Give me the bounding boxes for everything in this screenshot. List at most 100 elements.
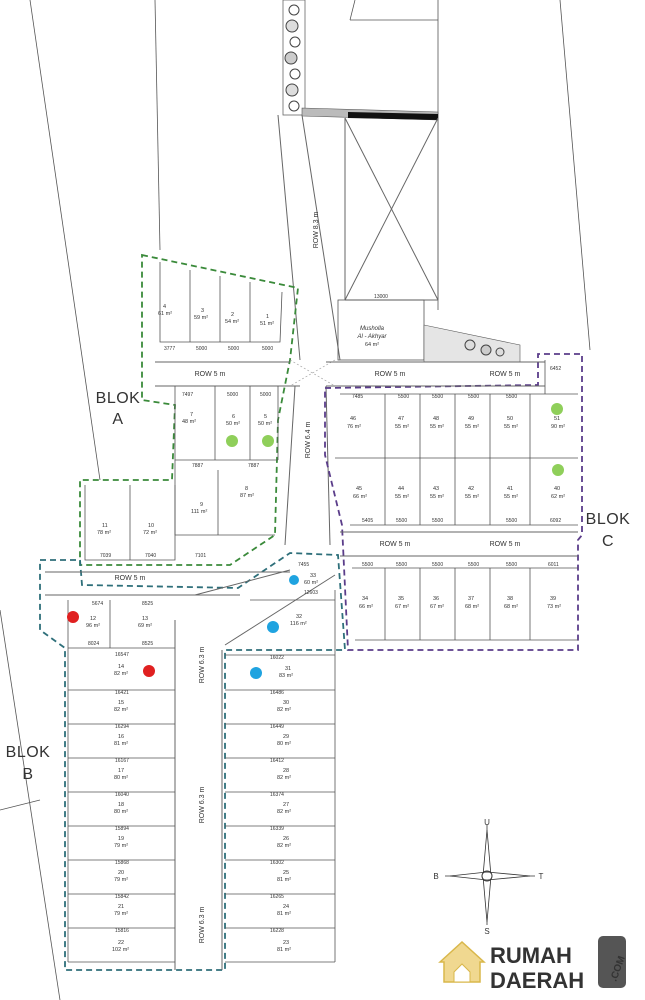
svg-text:16374: 16374 <box>270 792 284 798</box>
plot-5[interactable]: 550 m² <box>258 414 272 427</box>
svg-text:7455: 7455 <box>298 562 309 568</box>
svg-text:37: 37 <box>468 596 474 602</box>
plot-3[interactable]: 359 m² <box>194 308 208 321</box>
svg-text:16167: 16167 <box>115 758 129 764</box>
road-label-row-8-3: ROW 8.3 m <box>313 212 320 249</box>
plot-46[interactable]: 46 76 m² <box>347 416 361 430</box>
svg-text:5000: 5000 <box>260 392 271 398</box>
svg-text:102 m²: 102 m² <box>112 947 129 953</box>
blok-a: 461 m² 359 m² 254 m² 151 m² 748 m² 650 m… <box>79 253 300 566</box>
svg-text:96 m²: 96 m² <box>86 623 100 629</box>
compass-west: B <box>433 872 438 881</box>
svg-text:81 m²: 81 m² <box>277 947 291 953</box>
svg-text:55 m²: 55 m² <box>465 424 479 430</box>
svg-text:42: 42 <box>468 486 474 492</box>
svg-text:5: 5 <box>264 414 267 420</box>
plot-7[interactable]: 748 m² <box>182 412 196 425</box>
svg-text:116 m²: 116 m² <box>290 621 307 627</box>
compass-north: U <box>484 818 490 827</box>
svg-text:82 m²: 82 m² <box>277 843 291 849</box>
svg-text:14: 14 <box>118 664 124 670</box>
svg-text:5405: 5405 <box>362 518 373 524</box>
blok-a-label-line1: BLOK <box>96 390 141 407</box>
svg-text:43: 43 <box>433 486 439 492</box>
road-label-row-5-mid1: ROW 5 m <box>380 541 411 548</box>
svg-text:73 m²: 73 m² <box>547 604 561 610</box>
svg-text:49: 49 <box>468 416 474 422</box>
plot-6[interactable]: 650 m² <box>226 414 240 427</box>
plot-1[interactable]: 151 m² <box>260 314 274 327</box>
svg-text:81 m²: 81 m² <box>114 741 128 747</box>
svg-text:66 m²: 66 m² <box>353 494 367 500</box>
musholla-subname: Al - Akhyar <box>356 334 387 340</box>
svg-text:76 m²: 76 m² <box>347 424 361 430</box>
svg-text:81 m²: 81 m² <box>277 877 291 883</box>
svg-text:8024: 8024 <box>88 641 99 647</box>
plot-4[interactable]: 461 m² <box>158 304 172 317</box>
svg-text:7887: 7887 <box>192 463 203 469</box>
svg-text:16547: 16547 <box>115 652 129 658</box>
svg-text:16022: 16022 <box>270 655 284 661</box>
svg-text:82 m²: 82 m² <box>277 809 291 815</box>
svg-text:51 m²: 51 m² <box>260 321 274 327</box>
plot-2[interactable]: 254 m² <box>225 312 239 325</box>
svg-text:16040: 16040 <box>115 792 129 798</box>
svg-text:82 m²: 82 m² <box>114 707 128 713</box>
svg-text:30: 30 <box>283 700 289 706</box>
musholla: 13000 Musholla Al - Akhyar 64 m² <box>337 294 521 363</box>
svg-text:46: 46 <box>350 416 356 422</box>
plot-49[interactable]: 49 55 m² <box>465 416 479 430</box>
plot-8[interactable]: 887 m² <box>240 486 254 499</box>
svg-text:7039: 7039 <box>100 553 111 559</box>
svg-text:21: 21 <box>118 904 124 910</box>
road-label-row-5-a: ROW 5 m <box>195 371 226 378</box>
blok-b-label-line2: B <box>22 766 33 783</box>
svg-text:51: 51 <box>554 416 560 422</box>
svg-text:80 m²: 80 m² <box>277 741 291 747</box>
svg-text:7497: 7497 <box>182 392 193 398</box>
road-label-row-6-3-1: ROW 6.3 m <box>199 647 206 684</box>
svg-text:5500: 5500 <box>362 562 373 568</box>
